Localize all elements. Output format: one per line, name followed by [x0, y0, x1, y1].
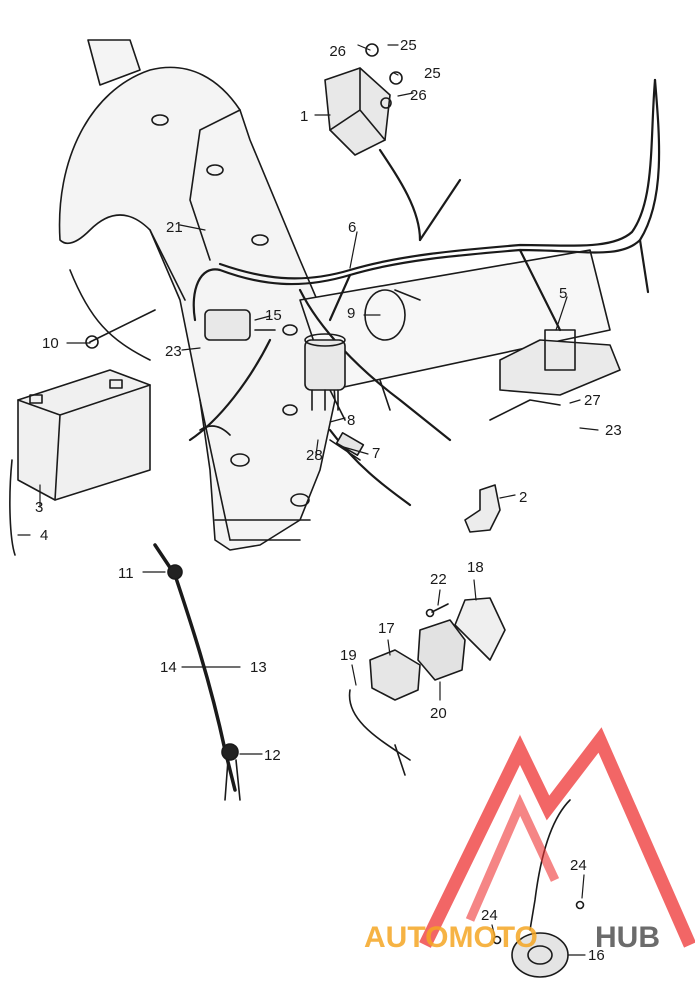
rectifier-bracket	[489, 329, 621, 421]
callout-label: 16	[588, 947, 605, 964]
callout-label: 26	[410, 87, 427, 104]
wire-19	[348, 689, 411, 776]
callout-label: 26	[329, 43, 346, 60]
screw-22	[425, 603, 449, 618]
callout-label: 13	[250, 659, 267, 676]
callout-label: 25	[424, 65, 441, 82]
callout-label: 21	[166, 219, 183, 236]
cable-14	[153, 543, 241, 801]
fuse-holder	[329, 432, 365, 461]
callout-label: 11	[118, 565, 134, 582]
bracket-18	[454, 597, 506, 661]
callout-label: 23	[165, 343, 182, 360]
callout-label: 2	[519, 489, 527, 506]
callout-label: 9	[347, 305, 355, 322]
callout-label: 23	[605, 422, 622, 439]
callout-label: 14	[160, 659, 177, 676]
callout-label: 3	[35, 499, 43, 516]
battery	[9, 369, 151, 556]
callout-label: 24	[481, 907, 498, 924]
callout-label: 15	[265, 307, 282, 324]
callout-label: 5	[559, 285, 567, 302]
plug-cap	[464, 484, 501, 533]
callout-label: 20	[430, 705, 447, 722]
callout-label: 22	[430, 571, 447, 588]
watermark-text-right: HUB	[595, 921, 660, 954]
callout-label: 4	[40, 527, 48, 544]
switch-assy	[204, 309, 276, 341]
pulse-generator	[492, 799, 585, 978]
callout-label: 1	[300, 108, 308, 125]
callout-label: 18	[467, 559, 484, 576]
starter-relay	[304, 333, 346, 411]
callout-label: 24	[570, 857, 587, 874]
watermark-logo: AUTOMOTO HUB	[364, 727, 695, 954]
callout-label: 8	[347, 412, 355, 429]
callout-labels: 26 25 25 26 1 6 5 9 21 10 23 15 8 7 28 2…	[35, 37, 622, 964]
callout-label: 10	[42, 335, 59, 352]
callout-label: 6	[348, 219, 356, 236]
callout-label: 28	[306, 447, 323, 464]
wiring-harness	[188, 78, 661, 507]
callout-label: 7	[372, 445, 380, 462]
callout-label: 25	[400, 37, 417, 54]
callout-label: 17	[378, 620, 395, 637]
ignition-coil	[324, 43, 403, 156]
watermark-text-left: AUTOMOTO	[364, 921, 538, 954]
relay-17	[369, 649, 421, 701]
cable-10	[69, 269, 156, 361]
leader-lines	[17, 44, 599, 956]
regulator-20	[417, 619, 466, 681]
callout-label: 12	[264, 747, 281, 764]
callout-label: 27	[584, 392, 601, 409]
callout-label: 19	[340, 647, 357, 664]
